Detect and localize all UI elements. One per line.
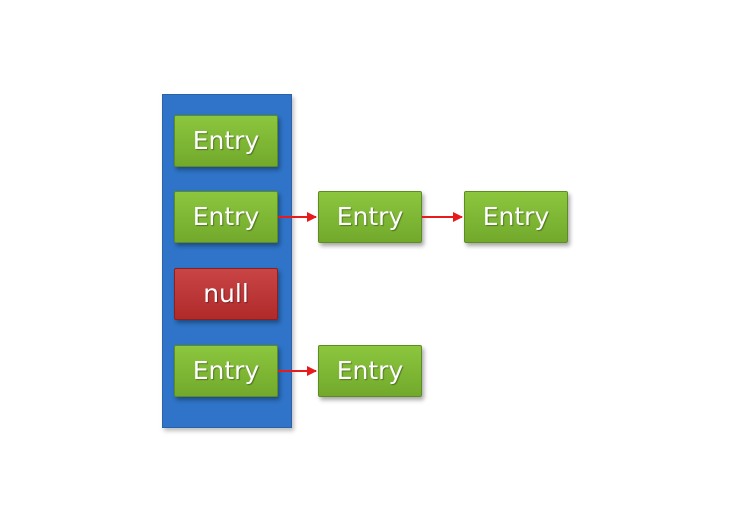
bucket-3-entry: Entry bbox=[174, 345, 278, 397]
chain-1-entry-2: Entry bbox=[464, 191, 568, 243]
bucket-2-null: null bbox=[174, 268, 278, 320]
bucket-0-entry: Entry bbox=[174, 115, 278, 167]
chain-1-entry-1: Entry bbox=[318, 191, 422, 243]
chain-3-entry-1: Entry bbox=[318, 345, 422, 397]
bucket-1-entry: Entry bbox=[174, 191, 278, 243]
